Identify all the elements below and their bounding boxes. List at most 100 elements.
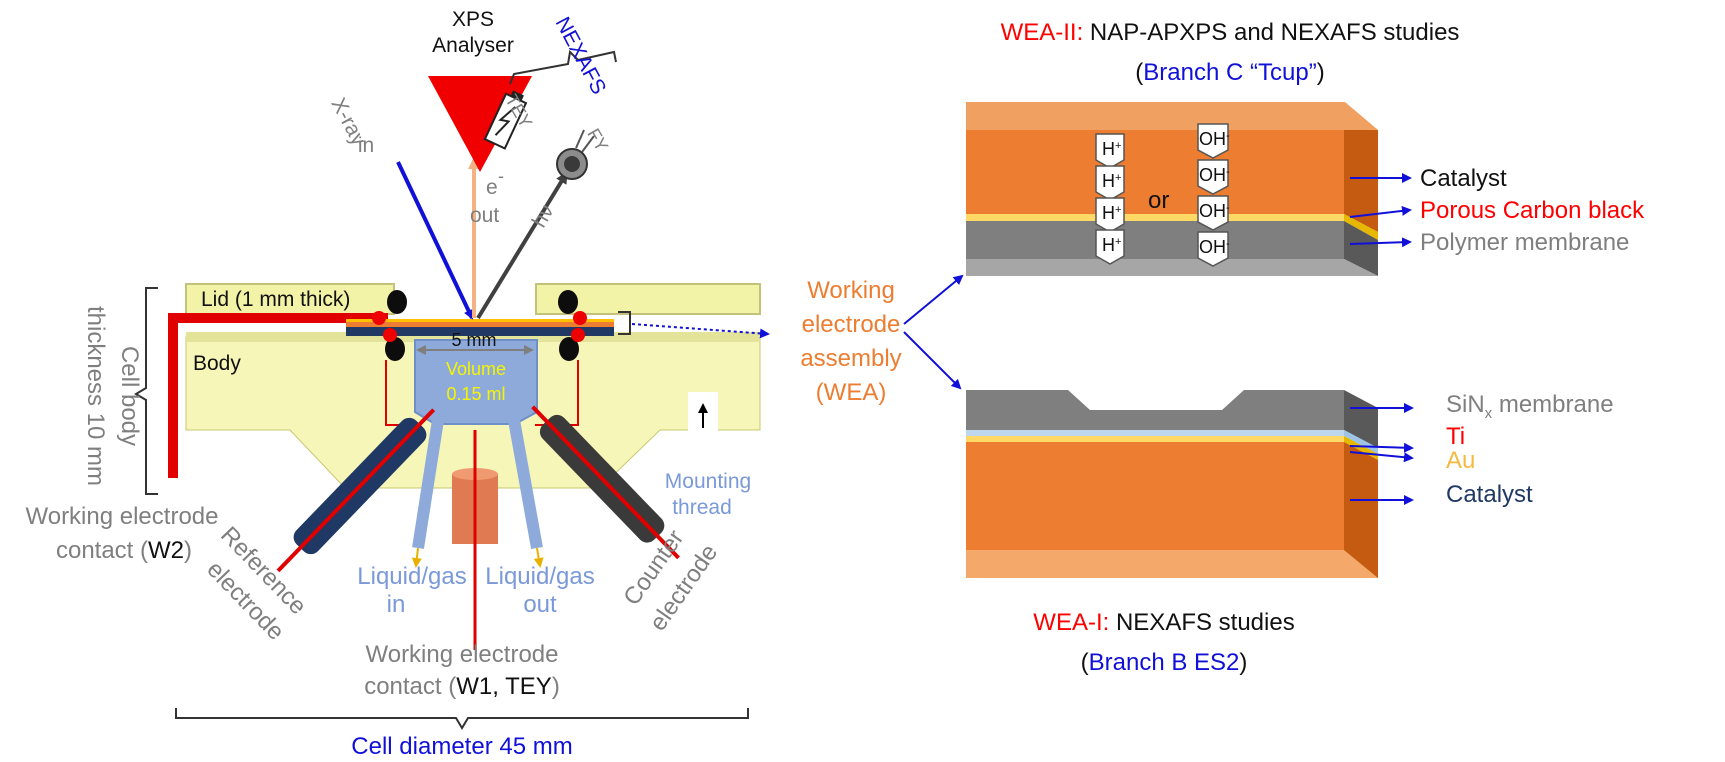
h-plus-chevron <box>1095 165 1125 201</box>
wea2-layer-catalyst: Catalyst <box>1420 165 1507 192</box>
wea2-polymer-side <box>1344 221 1378 276</box>
cell-diagram <box>134 49 770 730</box>
w2-contact-line1: Working electrode <box>26 503 219 530</box>
mounting-thread-line1: Mounting <box>665 470 751 493</box>
wea-label-line3: assembly <box>800 345 901 372</box>
wea1-layer-sin: SiNx membrane <box>1446 391 1614 422</box>
reference-electrode <box>276 408 436 573</box>
wea1-title: WEA-I: NEXAFS studies <box>1033 609 1294 636</box>
liquid-out-line2: out <box>523 591 557 618</box>
h-plus-chevron <box>1095 133 1125 169</box>
xray-label-line2: in <box>358 134 374 157</box>
wea1-au-front <box>966 436 1344 442</box>
wea-arrow-down <box>903 331 962 390</box>
wea2-polymer-front <box>966 221 1344 259</box>
cell-thickness-line2: thickness 10 mm <box>82 306 109 486</box>
liquid-in-tube <box>412 419 444 549</box>
wea-layer-gold <box>346 319 614 322</box>
oh-minus-chevron <box>1197 123 1229 159</box>
oh-minus-label: OH- <box>1199 201 1230 221</box>
e-out-label-superscript: - <box>498 166 504 186</box>
h-plus-label: H+ <box>1102 139 1121 159</box>
xps-label-line1: XPS <box>452 8 494 31</box>
five-mm-label: 5 mm <box>452 330 497 350</box>
w2-contact-wire <box>168 313 388 478</box>
wea1-layer-catalyst: Catalyst <box>1446 481 1533 508</box>
cell-thickness-line1: Cell body <box>116 346 143 446</box>
wea2-title-group: WEA-II: NAP-APXPS and NEXAFS studies (Br… <box>1001 19 1460 86</box>
liquid-in-arrow <box>411 547 422 568</box>
w1-contact-line1: Working electrode <box>366 641 559 668</box>
wea2-title: WEA-II: NAP-APXPS and NEXAFS studies <box>1001 19 1460 46</box>
contact-dot <box>372 311 386 325</box>
wea-dotted-pointer <box>631 323 770 339</box>
volume-label-line1: Volume <box>446 359 506 379</box>
liquid-out-line1: Liquid/gas <box>485 563 594 590</box>
wea1-sin-front <box>966 390 1344 430</box>
wea2-subtitle: (Branch C “Tcup”) <box>1135 59 1324 86</box>
wea2-stack: H+ H+ H+ H+ OH- OH- OH- OH- or <box>966 102 1412 276</box>
fy-label: FY <box>583 125 612 155</box>
lid-label: Lid (1 mm thick) <box>201 288 350 311</box>
liquid-out-arrow <box>533 547 544 568</box>
oh-minus-chevron <box>1197 231 1229 267</box>
e-out-label-out: out <box>470 204 499 227</box>
or-label: or <box>1148 187 1169 214</box>
wea1-title-group: WEA-I: NEXAFS studies (Branch B ES2) <box>1033 609 1294 676</box>
thickness-bracket <box>134 287 158 495</box>
wea1-bottom-edge <box>966 550 1378 578</box>
wea2-layer-carbon: Porous Carbon black <box>1420 197 1645 224</box>
contact-dot <box>573 311 587 325</box>
oh-minus-chevron <box>1197 195 1229 231</box>
oh-minus-chevrons <box>1197 123 1229 267</box>
o-ring <box>558 290 578 314</box>
au-arrow <box>1349 451 1414 463</box>
o-ring <box>385 337 405 361</box>
counter-electrode <box>531 405 680 560</box>
wea-bracket <box>618 311 631 335</box>
h-plus-labels: H+ H+ H+ H+ <box>1102 139 1121 255</box>
body-label: Body <box>193 352 241 375</box>
wea1-catalyst-side <box>1344 442 1378 578</box>
liquid-in-line2: in <box>387 591 406 618</box>
wea1-sin-side <box>1344 390 1378 448</box>
o-ring <box>387 290 407 314</box>
fy-detector-icon <box>556 129 595 180</box>
wea1-catalyst-front <box>966 442 1344 550</box>
carbon-arrow <box>1349 205 1412 218</box>
wea2-carbon-front <box>966 214 1344 221</box>
diameter-bracket <box>175 708 749 730</box>
wea1-layer-au: Au <box>1446 447 1475 474</box>
wea1-layer-labels: SiNx membrane Ti Au Catalyst <box>1446 391 1614 508</box>
liquid-out-tube <box>508 418 543 550</box>
wea-arrow-up <box>903 274 964 325</box>
wea-label-line1: Working <box>807 277 895 304</box>
polymer-arrow <box>1349 237 1412 248</box>
oh-minus-label: OH- <box>1199 165 1230 185</box>
cell-body-top-face <box>186 332 760 342</box>
wea2-bottom-edge <box>966 259 1378 276</box>
mounting-thread-line2: thread <box>672 496 732 519</box>
h-plus-chevron <box>1095 197 1125 233</box>
h-plus-label: H+ <box>1102 235 1121 255</box>
tey-meter-icon <box>483 90 528 150</box>
wea-label-group: Working electrode assembly (WEA) <box>800 274 964 406</box>
photon-beam <box>476 171 568 320</box>
contact-dot <box>571 328 585 342</box>
wea1-ti-front <box>966 430 1344 436</box>
wea2-top-face <box>966 102 1378 130</box>
h-plus-label: H+ <box>1102 203 1121 223</box>
oh-minus-chevron <box>1197 159 1229 195</box>
xray-beam <box>396 161 474 320</box>
liquid-in-line1: Liquid/gas <box>357 563 466 590</box>
oh-minus-label: OH- <box>1199 237 1230 257</box>
wea1-layer-ti: Ti <box>1446 423 1465 450</box>
wea2-carbon-side <box>1344 214 1378 240</box>
wea-label-line4: (WEA) <box>816 379 887 406</box>
h-plus-label: H+ <box>1102 171 1121 191</box>
h-plus-chevrons <box>1095 133 1125 265</box>
lid-left <box>185 283 395 315</box>
wea2-catalyst-side <box>1344 130 1378 232</box>
